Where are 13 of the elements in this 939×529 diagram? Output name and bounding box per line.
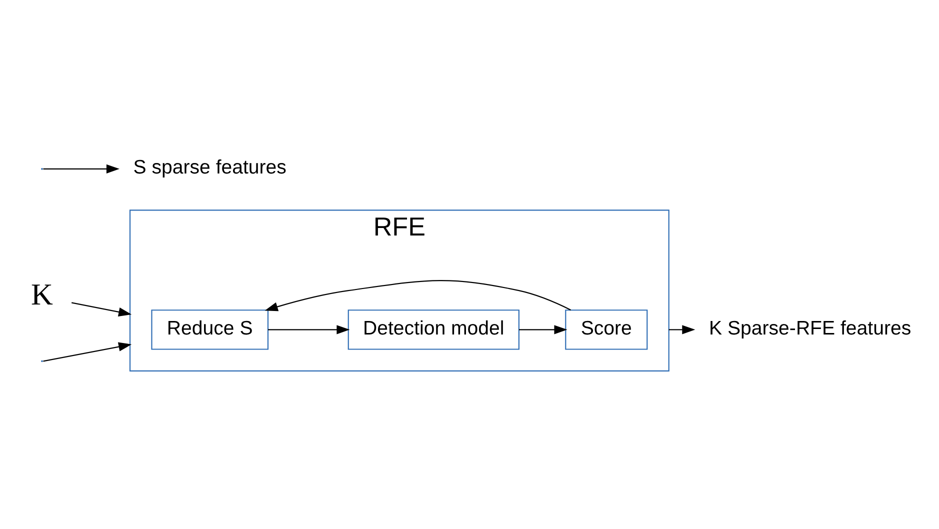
arrow <box>71 302 132 316</box>
arrow <box>268 325 350 334</box>
node-box: Reduce S <box>151 310 269 350</box>
node-text: K Sparse-RFE features <box>709 317 912 340</box>
arrow <box>43 164 120 174</box>
node-text: S sparse features <box>133 156 286 179</box>
node-text: K <box>31 278 53 312</box>
node-box: Score <box>565 310 648 350</box>
arrow <box>519 325 568 334</box>
node-box: Detection model <box>348 310 520 350</box>
arrow <box>264 280 571 312</box>
arrow <box>668 325 696 334</box>
arrow <box>43 342 132 362</box>
